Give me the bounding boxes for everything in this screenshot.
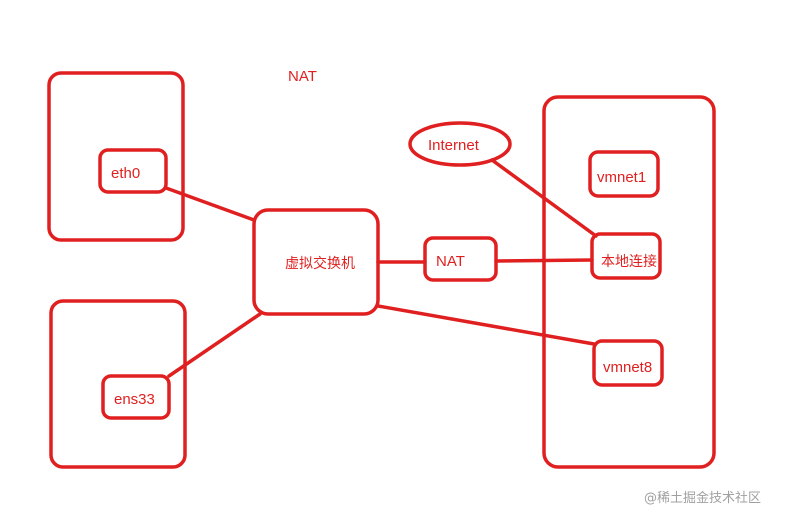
vm2-box bbox=[49, 299, 187, 469]
vm1-box bbox=[47, 71, 185, 242]
vmnet8-box bbox=[592, 339, 664, 387]
ens33-label: ens33 bbox=[114, 391, 155, 408]
switch-to-vmnet8-line bbox=[376, 304, 596, 346]
internet-label: Internet bbox=[428, 137, 480, 154]
nat-to-local-line bbox=[494, 258, 594, 263]
nat-box bbox=[423, 236, 498, 282]
local-connection-box bbox=[590, 232, 662, 280]
eth0-to-switch-line bbox=[164, 186, 256, 222]
watermark: @稀土掘金技术社区 bbox=[644, 490, 761, 506]
internet-to-local-line bbox=[490, 158, 598, 238]
nat-label: NAT bbox=[436, 253, 465, 270]
ens33-to-switch-line bbox=[167, 312, 262, 378]
ens33-box bbox=[101, 374, 171, 420]
diagram-title: NAT bbox=[288, 68, 317, 85]
host-box bbox=[542, 95, 716, 469]
eth0-box bbox=[98, 148, 168, 194]
vmnet8-label: vmnet8 bbox=[603, 359, 652, 376]
eth0-label: eth0 bbox=[111, 165, 140, 182]
vmnet1-label: vmnet1 bbox=[597, 169, 646, 186]
virtual-switch-label: 虚拟交换机 bbox=[285, 255, 355, 272]
internet-ellipse bbox=[408, 121, 512, 167]
vmnet1-box bbox=[588, 150, 660, 198]
local-connection-label: 本地连接 bbox=[601, 253, 657, 270]
